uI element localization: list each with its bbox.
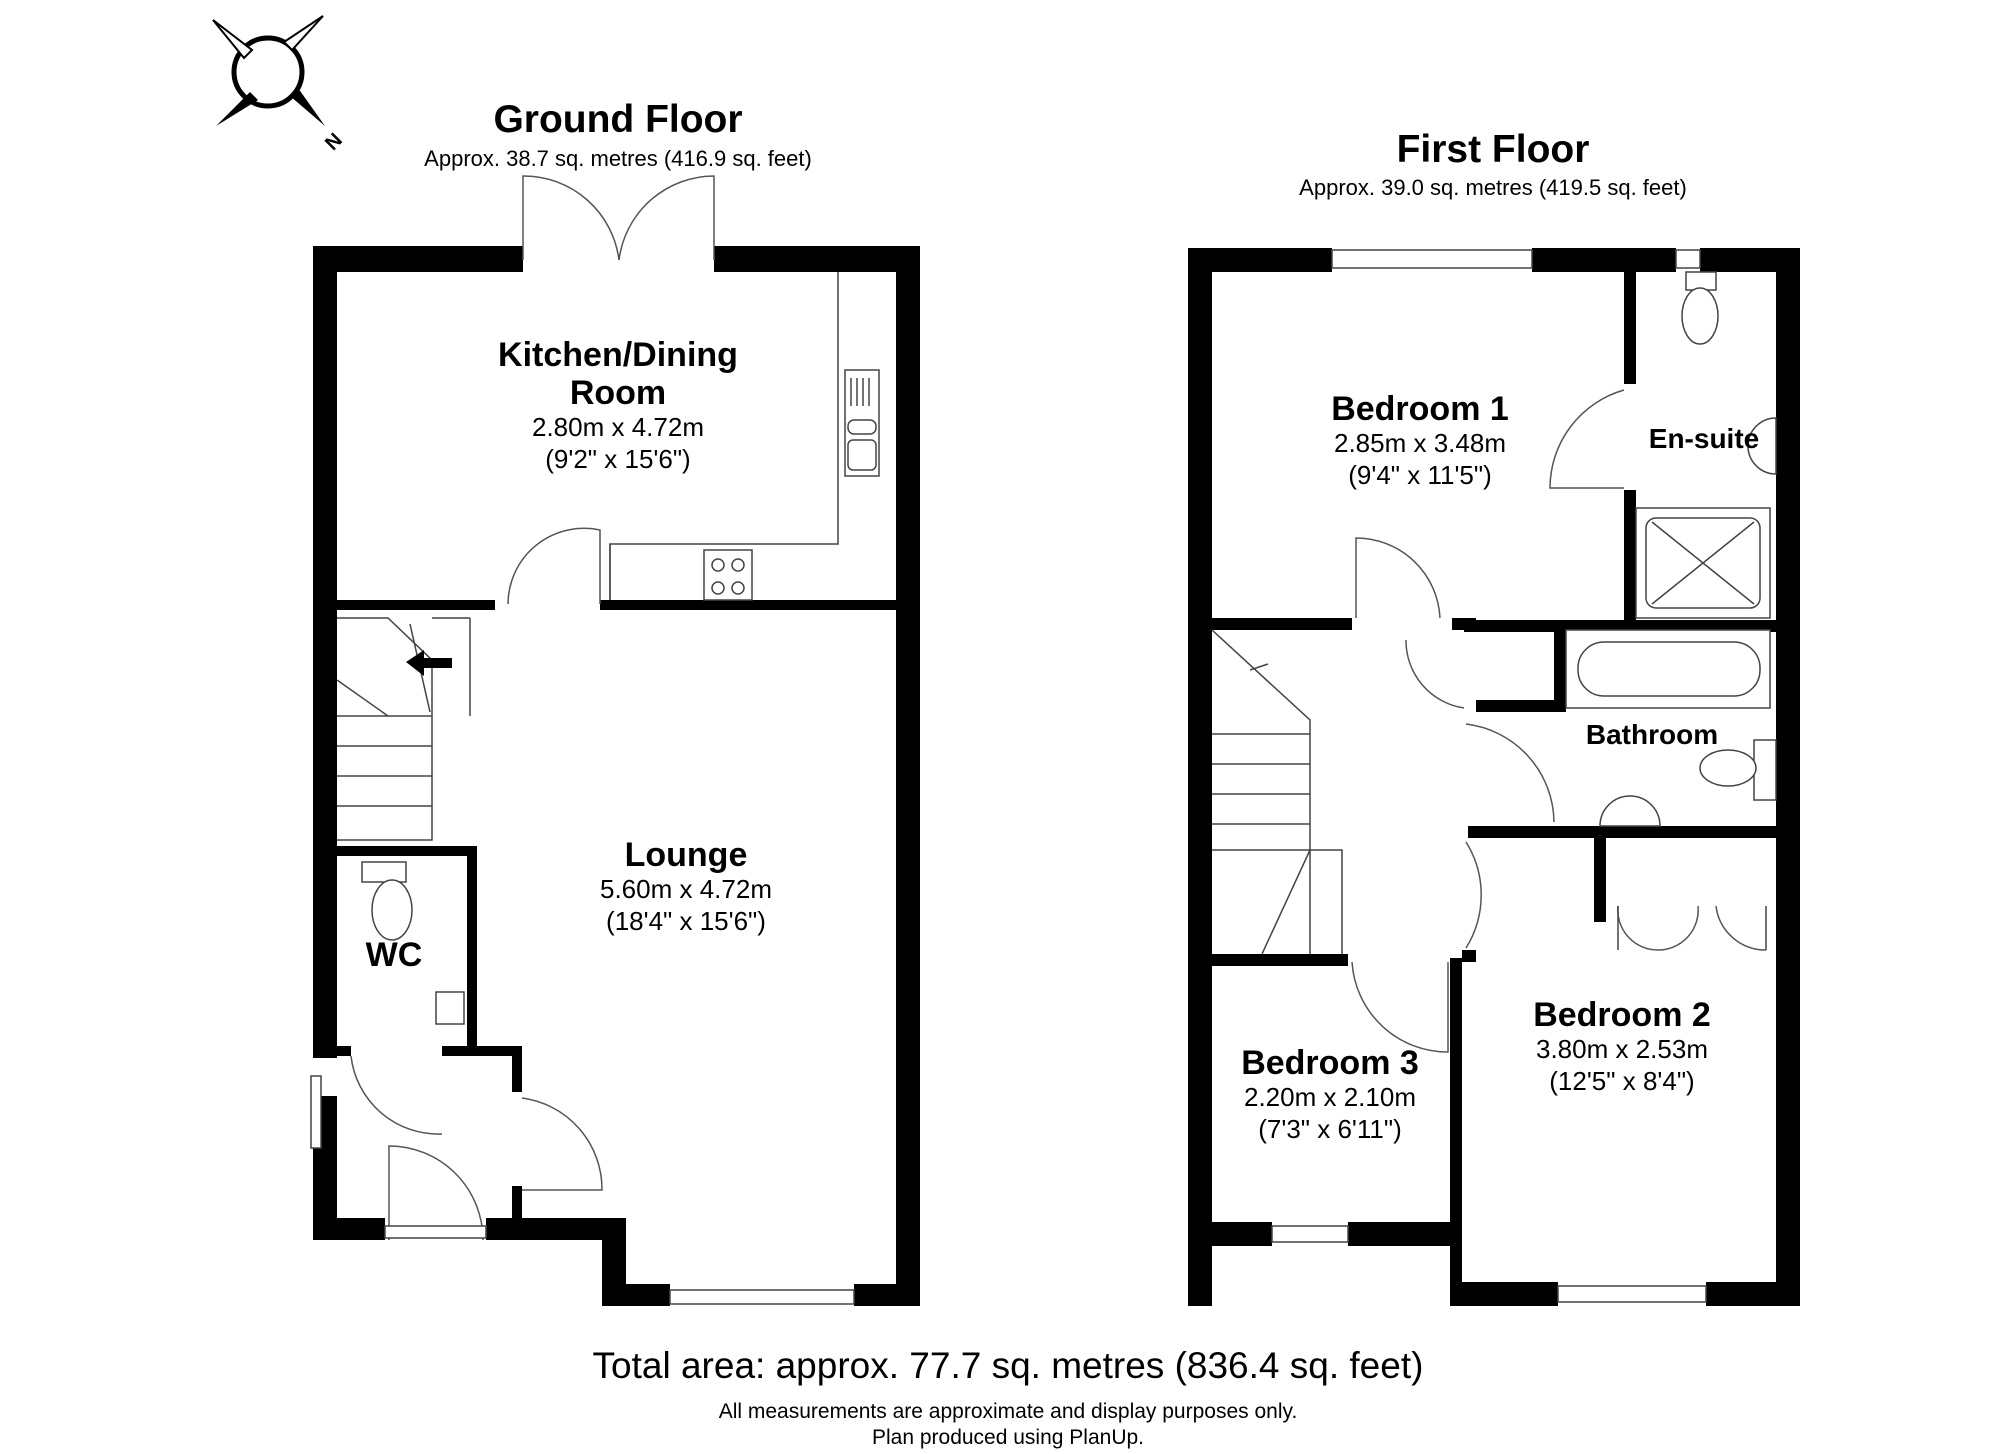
bedroom1-window xyxy=(1331,249,1533,269)
shower-icon xyxy=(1635,507,1771,619)
lounge-window xyxy=(669,1289,855,1305)
wc-window xyxy=(310,1075,322,1149)
bedroom3-door xyxy=(1351,961,1449,1053)
bedroom3-metric: 2.20m x 2.10m xyxy=(1244,1082,1416,1112)
disclaimer-line2: Plan produced using PlanUp. xyxy=(872,1426,1144,1449)
ensuite-window xyxy=(1675,249,1701,269)
lounge-metric: 5.60m x 4.72m xyxy=(600,874,772,904)
stair-arrow-icon xyxy=(406,650,452,676)
ground-floor-title: Ground Floor xyxy=(493,98,742,141)
wc-basin-icon xyxy=(435,991,465,1025)
ground-floor-area: Approx. 38.7 sq. metres (416.9 sq. feet) xyxy=(424,146,812,171)
bedroom3-window xyxy=(1271,1225,1349,1243)
wc-name: WC xyxy=(366,936,423,974)
hob-icon xyxy=(703,549,753,601)
toilet-icon xyxy=(371,879,413,941)
first-floor-fixtures xyxy=(1211,249,1777,1303)
bedroom2-window xyxy=(1557,1285,1707,1303)
bathroom-door xyxy=(1465,723,1555,823)
bedroom1-name: Bedroom 1 xyxy=(1331,390,1509,428)
patio-door-right xyxy=(618,175,715,261)
kitchen-metric: 2.80m x 4.72m xyxy=(532,412,704,442)
bath-icon xyxy=(1565,629,1771,709)
wardrobe xyxy=(1617,905,1767,951)
bathroom-toilet-icon xyxy=(1699,749,1757,787)
wc-door xyxy=(350,1055,443,1135)
ground-floor-walls xyxy=(313,246,920,1306)
airing-door xyxy=(1405,639,1465,709)
bedroom3-name: Bedroom 3 xyxy=(1241,1044,1419,1082)
ground-floor-fixtures xyxy=(310,175,880,1305)
patio-door-left xyxy=(522,175,620,261)
total-area: Total area: approx. 77.7 sq. metres (836… xyxy=(593,1345,1424,1386)
first-floor-area: Approx. 39.0 sq. metres (419.5 sq. feet) xyxy=(1299,175,1687,200)
lounge-imperial: (18'4" x 15'6") xyxy=(606,906,766,936)
bathroom-basin-icon xyxy=(1599,795,1661,827)
bedroom1-metric: 2.85m x 3.48m xyxy=(1334,428,1506,458)
bedroom1-door xyxy=(1355,537,1441,619)
porch-door xyxy=(388,1145,484,1241)
disclaimer-line1: All measurements are approximate and dis… xyxy=(719,1400,1298,1423)
bedroom2-name: Bedroom 2 xyxy=(1533,996,1711,1034)
ensuite-toilet-icon xyxy=(1681,287,1719,345)
first-floor-title: First Floor xyxy=(1397,128,1590,171)
bathroom-name: Bathroom xyxy=(1586,719,1718,750)
bedroom2-metric: 3.80m x 2.53m xyxy=(1536,1034,1708,1064)
ensuite-door xyxy=(1549,389,1625,489)
north-label: N xyxy=(321,129,347,155)
bedroom2-imperial: (12'5" x 8'4") xyxy=(1549,1066,1694,1096)
porch-window xyxy=(384,1225,487,1239)
staircase-ground xyxy=(336,617,471,841)
kitchen-name-line2: Room xyxy=(570,374,666,412)
staircase-first xyxy=(1211,629,1343,955)
bedroom1-imperial: (9'4" x 11'5") xyxy=(1348,460,1492,490)
ensuite-name: En-suite xyxy=(1649,423,1759,454)
lounge-name: Lounge xyxy=(625,836,748,874)
first-floor-walls xyxy=(1188,248,1800,1306)
compass-icon: N xyxy=(212,15,347,155)
kitchen-imperial: (9'2" x 15'6") xyxy=(545,444,690,474)
bedroom2-door xyxy=(1465,841,1482,949)
kitchen-name-line1: Kitchen/Dining xyxy=(498,336,738,374)
ensuite-basin-icon xyxy=(1747,417,1777,475)
front-door xyxy=(521,1097,603,1191)
kitchen-door xyxy=(507,527,601,605)
bedroom3-imperial: (7'3" x 6'11") xyxy=(1258,1114,1402,1144)
